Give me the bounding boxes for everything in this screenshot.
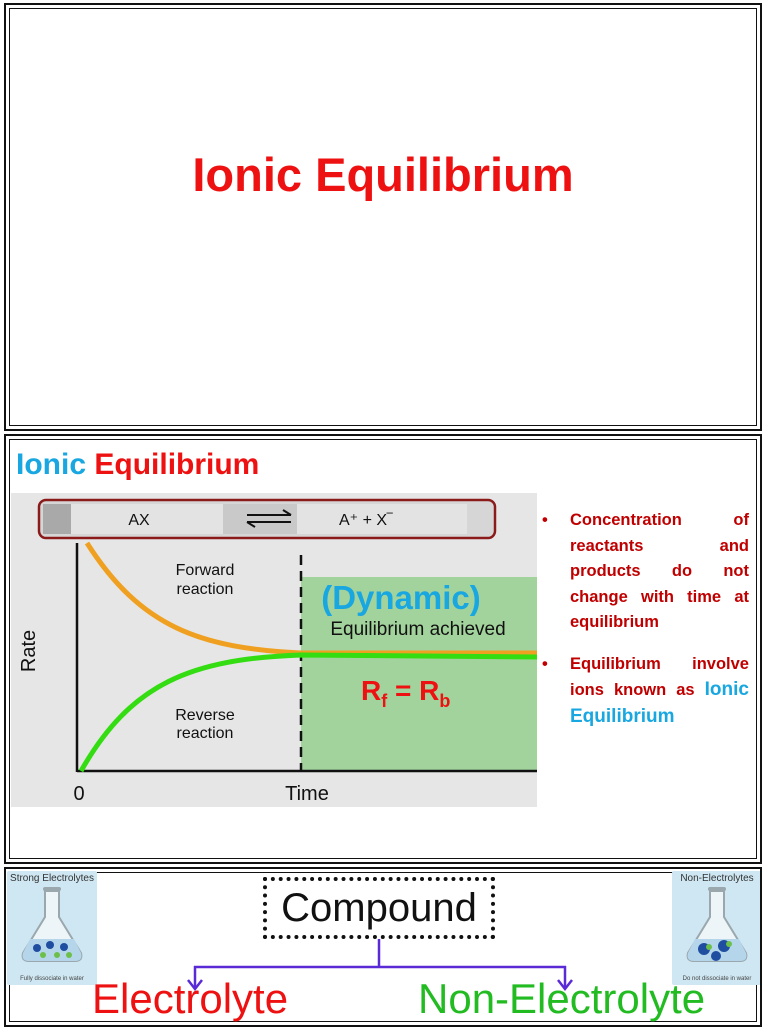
forward-label-line1: Forward xyxy=(176,562,235,579)
rate-equation: Rf = Rb xyxy=(361,675,450,711)
title-slide: Ionic Equilibrium xyxy=(4,3,762,431)
equilibrium-arrows-icon xyxy=(246,509,292,528)
x-axis-label: Time xyxy=(285,783,329,805)
card-caption: Non-Electrolytes xyxy=(680,873,754,884)
forward-label-line2: reaction xyxy=(177,581,234,598)
equilibrium-achieved-label: Equilibrium achieved xyxy=(330,619,505,640)
bullet-text: Equilibrium involve ions known as xyxy=(570,654,749,700)
card-caption: Strong Electrolytes xyxy=(10,873,94,884)
bullet-dot-icon: • xyxy=(542,654,548,673)
rate-time-diagram: AX A⁺ + X‾ Forward reaction Reverse reac… xyxy=(11,493,537,807)
equilibrium-zone xyxy=(301,577,537,771)
rate-equation-sub-b: b xyxy=(439,691,450,711)
electrolyte-label: Electrolyte xyxy=(92,975,289,1022)
flask-molecules-icon xyxy=(686,887,748,962)
reaction-bar-grey-block xyxy=(43,504,71,534)
y-axis-label: Rate xyxy=(18,630,40,672)
flask-ions-icon xyxy=(21,887,83,962)
bullet-list: • Concentration of reactants and product… xyxy=(536,508,749,746)
bullet-dot-icon: • xyxy=(542,511,548,529)
slide-title: Ionic Equilibrium xyxy=(192,148,574,201)
non-electrolytes-card: Non-Electrolytes Do not dissociate in wa… xyxy=(672,871,760,985)
bullet-item: • Concentration of reactants and product… xyxy=(536,508,749,636)
branch-arrows xyxy=(187,939,573,992)
reaction-bar-arrow-block xyxy=(223,504,297,534)
bullet-text: Concentration of reactants and products … xyxy=(570,511,749,631)
reaction-bar-reactant-block xyxy=(71,504,223,534)
rate-equation-r: R xyxy=(361,675,381,706)
products-label: A⁺ + X‾ xyxy=(339,512,393,529)
rate-equation-r2: R xyxy=(419,675,439,706)
forward-reaction-curve xyxy=(84,541,537,656)
reactant-label: AX xyxy=(128,512,150,529)
compound-box: Compound xyxy=(263,877,495,939)
heading-word-equilibrium: Equilibrium xyxy=(94,448,260,481)
rate-equation-equals: = xyxy=(387,675,419,706)
origin-label: 0 xyxy=(73,783,84,805)
strong-electrolytes-card: Strong Electrolytes Fully dissociate in … xyxy=(7,871,97,985)
non-electrolyte-label: Non-Electrolyte xyxy=(418,975,706,1022)
bullet-item: • Equilibrium involve ions known as Ioni… xyxy=(536,652,749,731)
reverse-reaction-curve xyxy=(78,652,537,773)
heading-word-ionic: Ionic xyxy=(16,448,87,481)
bullet-highlight: Ionic Equilibrium xyxy=(570,679,749,727)
reverse-label-line1: Reverse xyxy=(175,707,235,724)
reaction-bar-products-block xyxy=(297,504,467,534)
reverse-label-line2: reaction xyxy=(177,725,234,742)
dynamic-label: (Dynamic) xyxy=(321,579,481,616)
equilibrium-slide: Ionic Equilibrium AX A⁺ + X‾ Forward rea… xyxy=(4,434,762,864)
slide-heading: Ionic Equilibrium xyxy=(16,448,259,482)
card-footer: Do not dissociate in water xyxy=(682,976,752,982)
compound-slide: Strong Electrolytes Fully dissociate in … xyxy=(4,867,762,1027)
rate-equation-sub-f: f xyxy=(381,691,388,711)
card-footer: Fully dissociate in water xyxy=(20,976,84,982)
